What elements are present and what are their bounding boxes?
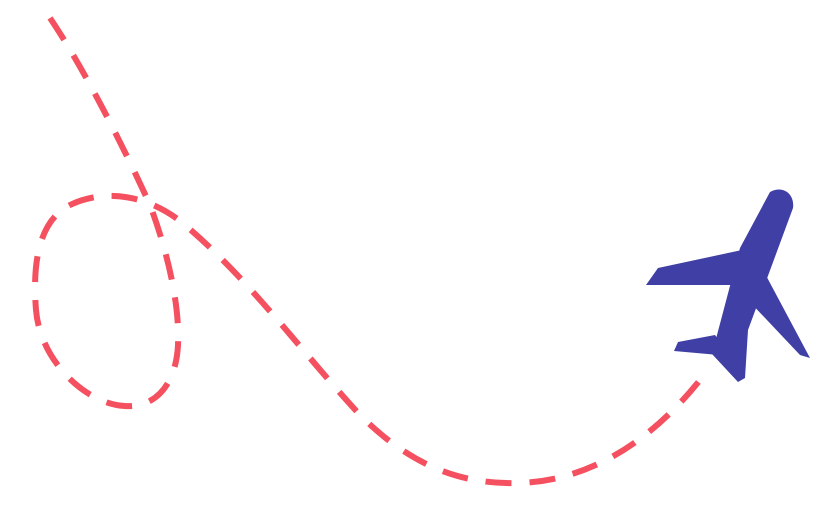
airplane-icon — [646, 189, 810, 382]
airplane-main-wing — [646, 250, 810, 358]
airplane-fuselage — [712, 189, 794, 382]
airplane-tail-wing — [674, 335, 730, 356]
dashed-flight-path — [32, 16, 703, 487]
